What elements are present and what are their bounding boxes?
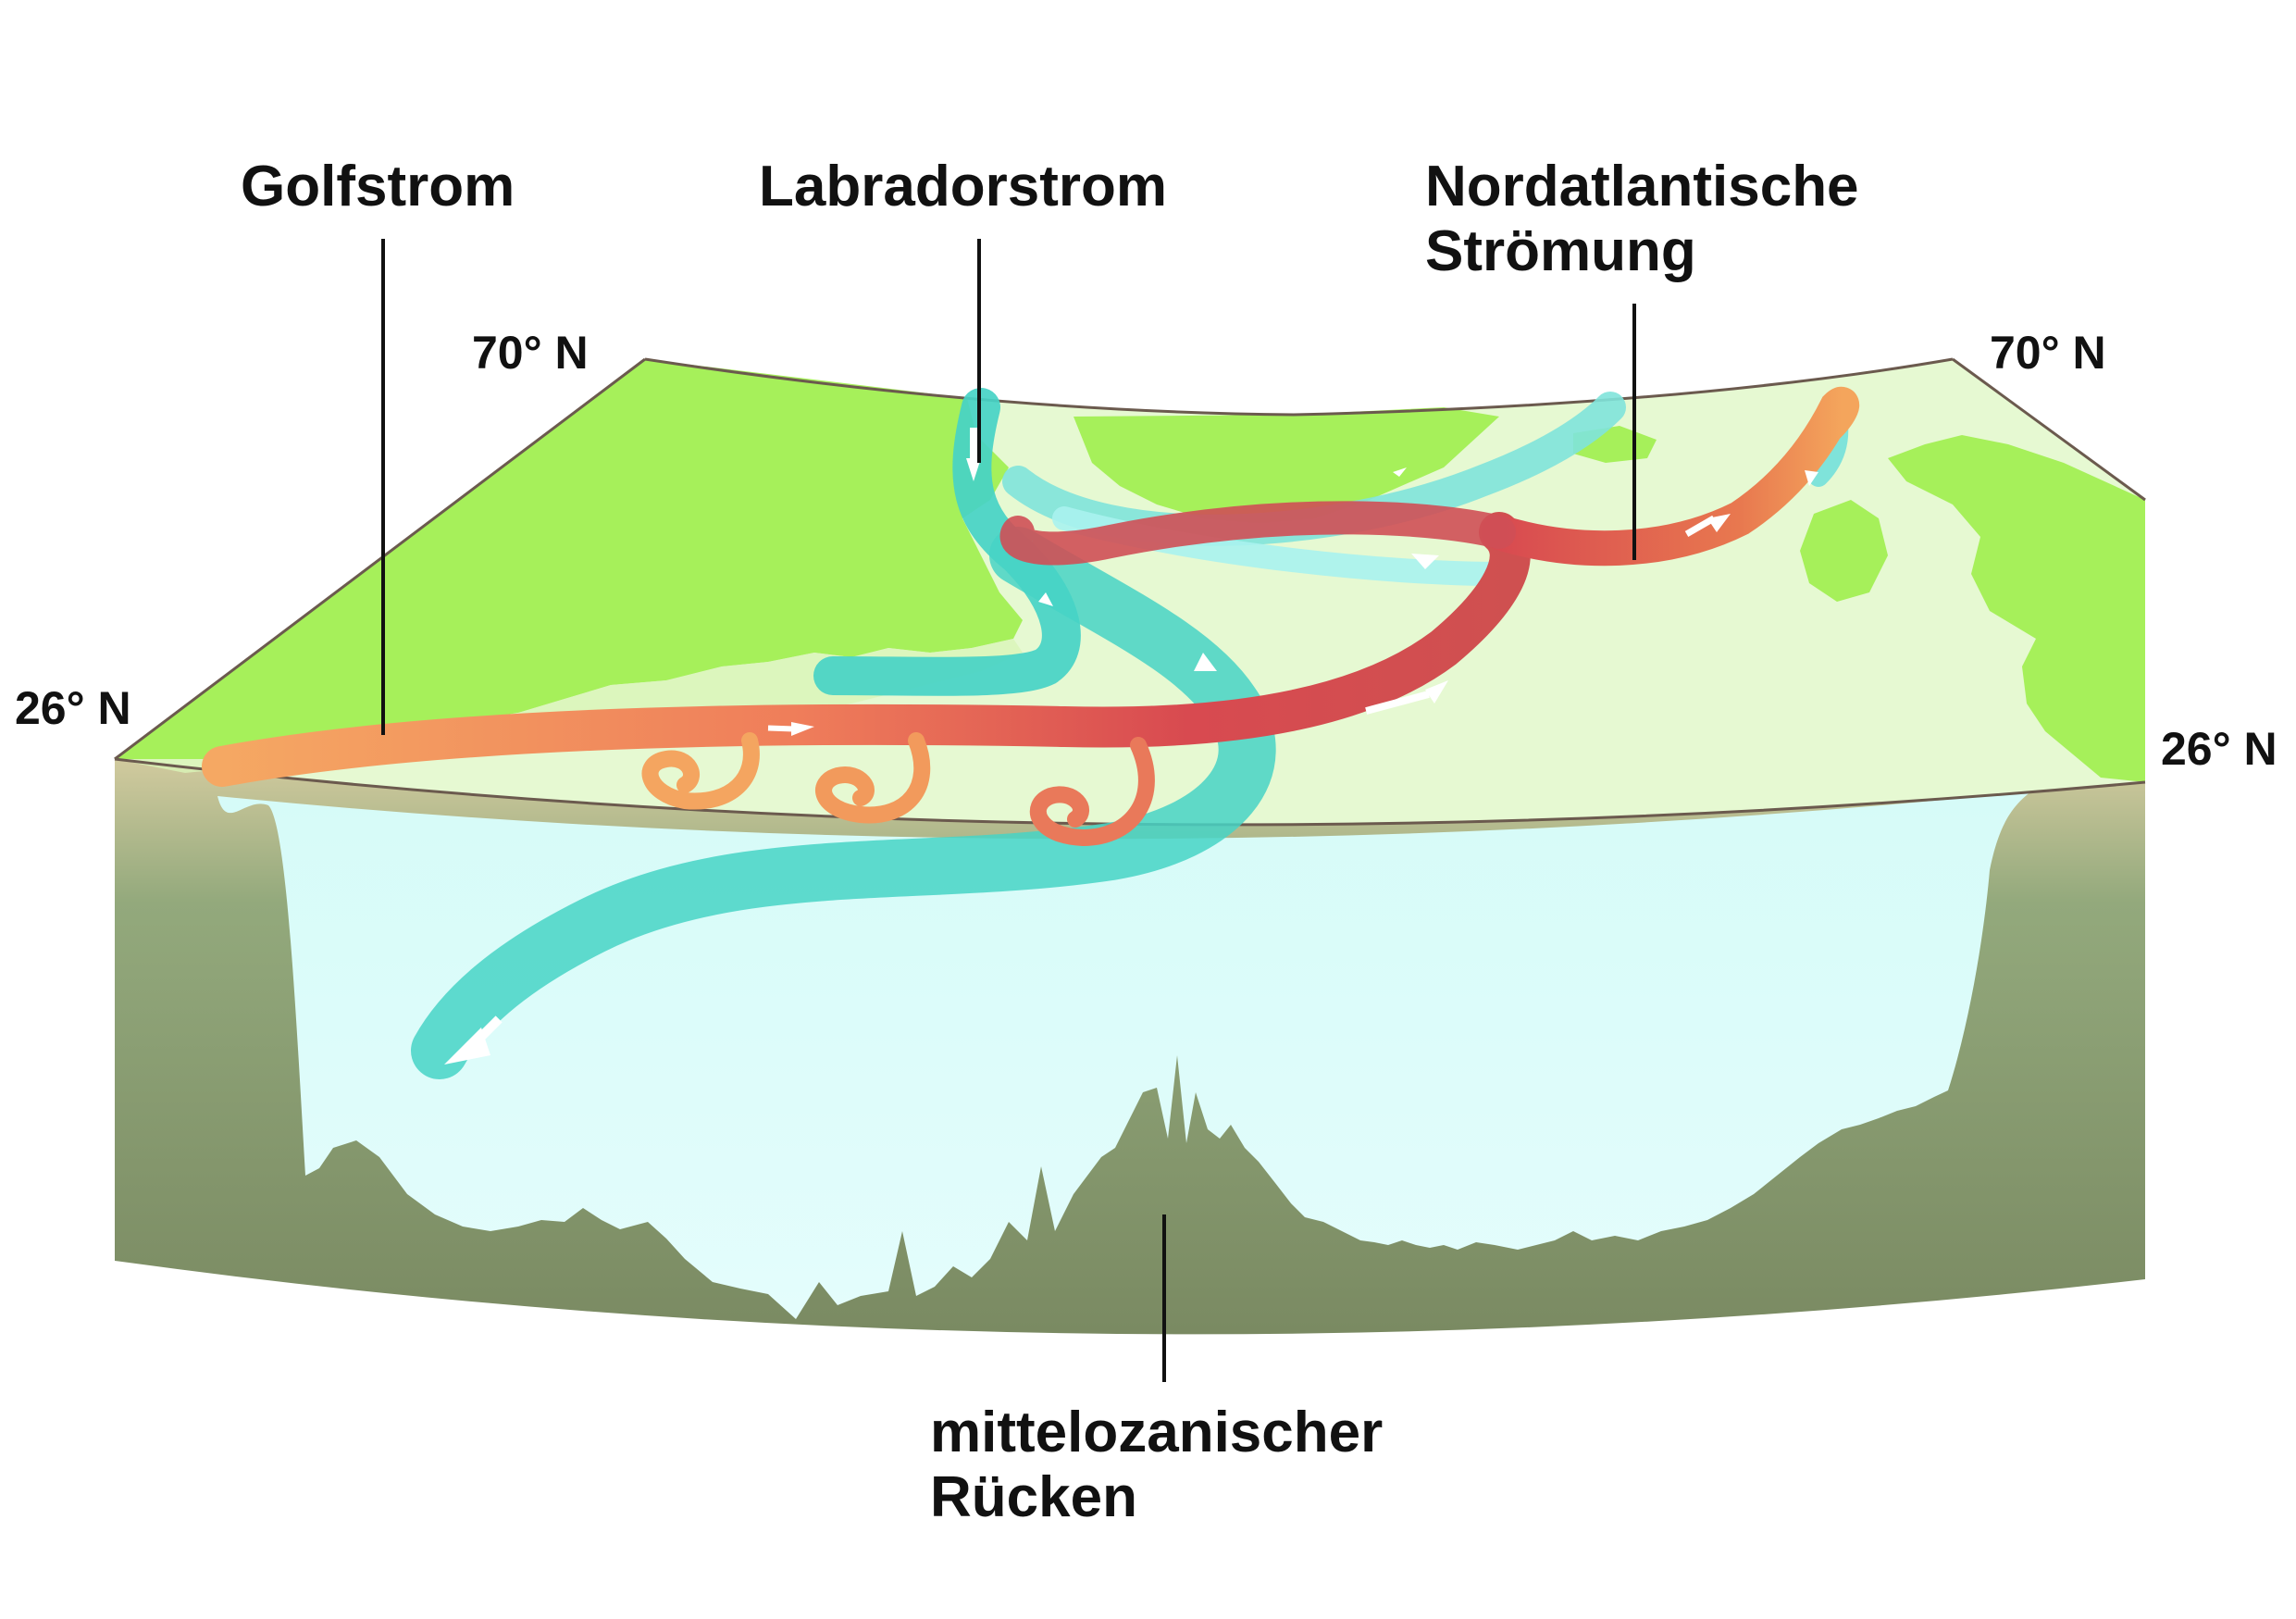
latitude-26n-left: 26° N [15, 682, 131, 734]
ruecken-label-line2: Rücken [930, 1465, 1137, 1529]
nordatlantische-label-line1: Nordatlantische [1425, 155, 1859, 218]
labradorstrom-label: Labradorstrom [759, 155, 1167, 218]
nordatlantische-label-line2: Strömung [1425, 219, 1696, 283]
golfstrom-label: Golfstrom [241, 155, 515, 218]
latitude-26n-right: 26° N [2161, 723, 2277, 775]
latitude-70n-right: 70° N [1990, 327, 2106, 379]
latitude-70n-left: 70° N [472, 327, 589, 379]
ruecken-label-line1: mittelozanischer [930, 1401, 1383, 1464]
